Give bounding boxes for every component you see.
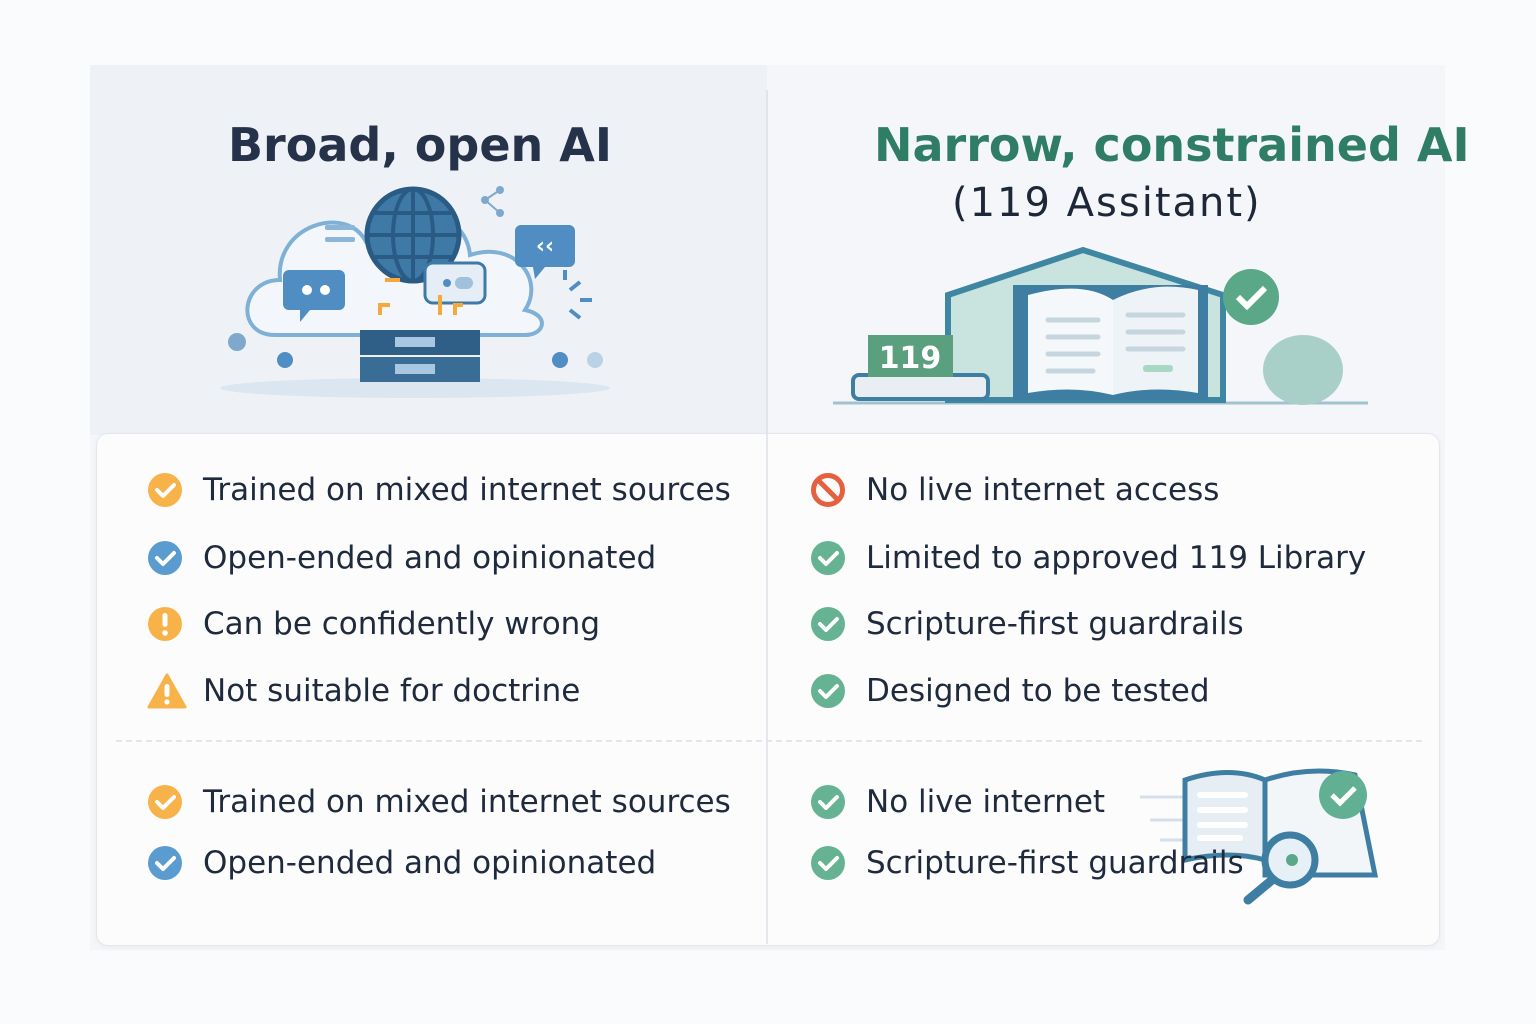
- list-item: Limited to approved 119 Library: [810, 538, 1366, 578]
- list-item-text: Scripture-first guardrails: [866, 845, 1244, 881]
- list-item: Scripture-first guardrails: [810, 843, 1244, 883]
- check-circle-icon: [147, 845, 183, 881]
- check-circle-icon: [810, 845, 846, 881]
- check-circle-icon: [147, 472, 183, 508]
- book-magnifier-illustration: [1140, 768, 1379, 905]
- list-item-text: Trained on mixed internet sources: [203, 472, 731, 508]
- list-item: Open-ended and opinionated: [147, 843, 656, 883]
- right-subtitle: (119 Assitant): [952, 180, 1262, 226]
- list-item-text: Open-ended and opinionated: [203, 845, 657, 881]
- check-circle-icon: [810, 606, 846, 642]
- library-book-illustration: 119: [833, 246, 1368, 405]
- right-title: Narrow, constrained AI: [874, 118, 1470, 172]
- list-item: Not suitable for doctrine: [147, 671, 580, 711]
- no-entry-icon: [810, 472, 846, 508]
- exclamation-circle-icon: [147, 606, 183, 642]
- list-item-text: No live internet: [866, 784, 1106, 820]
- 119-badge: 119: [879, 341, 942, 376]
- list-item: Scripture-first guardrails: [810, 604, 1244, 644]
- left-title: Broad, open AI: [228, 118, 613, 172]
- list-item-text: Open-ended and opinionated: [203, 540, 657, 576]
- list-item: No live internet: [810, 782, 1105, 822]
- list-item-text: Limited to approved 119 Library: [866, 540, 1367, 576]
- check-circle-icon: [810, 673, 846, 709]
- list-item-text: Trained on mixed internet sources: [203, 784, 731, 820]
- check-circle-icon: [810, 540, 846, 576]
- list-item-text: No live internet access: [866, 472, 1220, 508]
- card-divider: [766, 434, 768, 944]
- list-item: Open-ended and opinionated: [147, 538, 656, 578]
- list-item-text: Designed to be tested: [866, 673, 1210, 709]
- check-circle-icon: [810, 784, 846, 820]
- list-item: Can be confidently wrong: [147, 604, 600, 644]
- svg-text:‹‹: ‹‹: [536, 234, 554, 259]
- check-circle-icon: [147, 784, 183, 820]
- list-item: Trained on mixed internet sources: [147, 782, 731, 822]
- list-item: Trained on mixed internet sources: [147, 470, 731, 510]
- list-item-text: Scripture-first guardrails: [866, 606, 1244, 642]
- list-item-text: Can be confidently wrong: [203, 606, 601, 642]
- section-divider: [116, 740, 1422, 742]
- list-item-text: Not suitable for doctrine: [203, 673, 581, 709]
- check-circle-icon: [147, 540, 183, 576]
- list-item: Designed to be tested: [810, 671, 1210, 711]
- cloud-network-illustration: ‹‹: [220, 186, 610, 398]
- warning-triangle-icon: [147, 673, 187, 709]
- features-card: [96, 433, 1440, 946]
- list-item: No live internet access: [810, 470, 1219, 510]
